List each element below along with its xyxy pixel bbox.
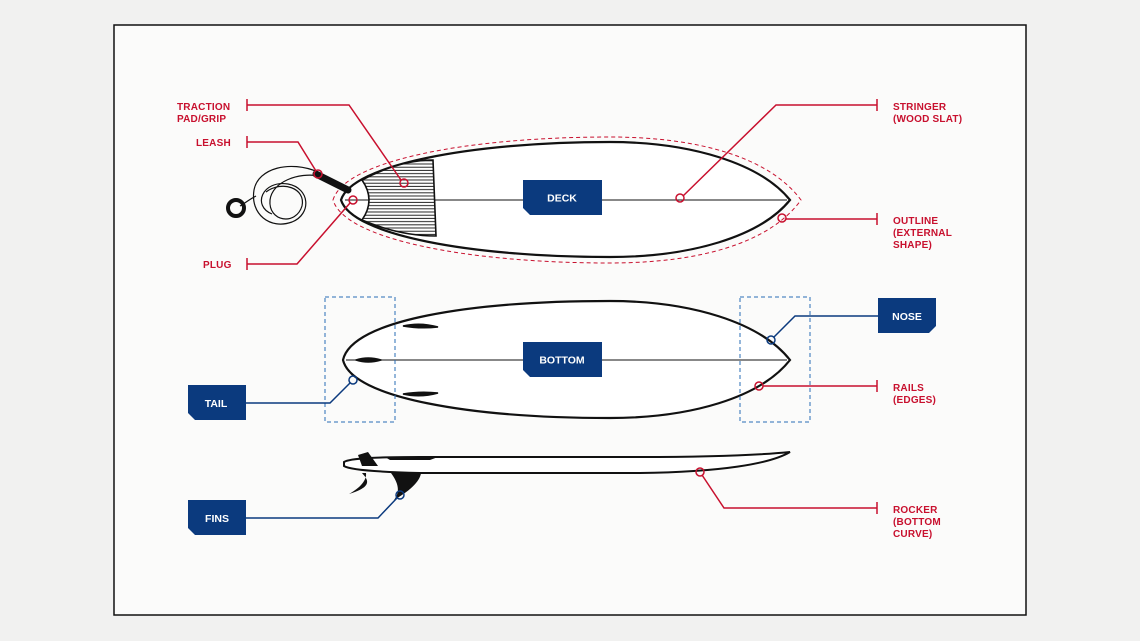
tail-badge: TAIL <box>188 385 246 420</box>
bottom-fin-bottom <box>402 391 439 397</box>
bottom-leader-lines <box>246 315 878 404</box>
nose-badge-label: NOSE <box>892 311 922 323</box>
stringer-label: STRINGER (WOOD SLAT) <box>893 102 962 125</box>
traction-marker <box>399 178 409 188</box>
deck-badge-label: DECK <box>547 193 577 205</box>
side-fin-left <box>349 473 368 494</box>
nose-region-box <box>739 296 811 423</box>
tail-region-box <box>324 296 396 423</box>
stringer-marker <box>675 193 685 203</box>
rocker-marker <box>695 467 705 477</box>
leash-cord <box>239 165 321 225</box>
fins-marker <box>395 490 405 500</box>
bottom-badge: BOTTOM <box>523 342 602 377</box>
fins-badge-label: FINS <box>205 513 229 525</box>
bottom-fin-top <box>402 323 439 329</box>
side-view <box>343 451 791 500</box>
fins-badge: FINS <box>188 500 246 535</box>
deck-leader-lines <box>246 99 878 270</box>
bottom-view: BOTTOM <box>324 296 811 423</box>
nose-badge: NOSE <box>878 298 936 333</box>
rails-label: RAILS (EDGES) <box>893 383 936 406</box>
side-leader-lines <box>246 474 878 519</box>
bottom-fin-center <box>353 357 384 363</box>
side-fin-top <box>385 457 438 460</box>
nose-marker <box>766 335 776 345</box>
traction-pad <box>360 159 437 237</box>
tail-marker <box>348 375 358 385</box>
side-fin-back <box>358 452 378 466</box>
bottom-badge-label: BOTTOM <box>539 355 585 367</box>
plug-label: PLUG <box>203 260 232 271</box>
leash-ankle-cuff <box>226 198 246 218</box>
outline-label: OUTLINE (EXTERNAL SHAPE) <box>893 216 955 251</box>
plug-marker <box>348 195 358 205</box>
deck-badge: DECK <box>523 180 602 215</box>
traction-label: TRACTION PAD/GRIP <box>177 102 233 125</box>
leash-label: LEASH <box>196 138 231 149</box>
outline-dashed-indicator <box>332 136 802 264</box>
side-fin-right <box>391 473 421 500</box>
deck-view: DECK <box>226 136 802 264</box>
rocker-label: ROCKER (BOTTOM CURVE) <box>893 505 944 540</box>
leash-marker <box>313 169 323 179</box>
tail-badge-label: TAIL <box>205 398 228 410</box>
outline-marker <box>777 213 787 223</box>
